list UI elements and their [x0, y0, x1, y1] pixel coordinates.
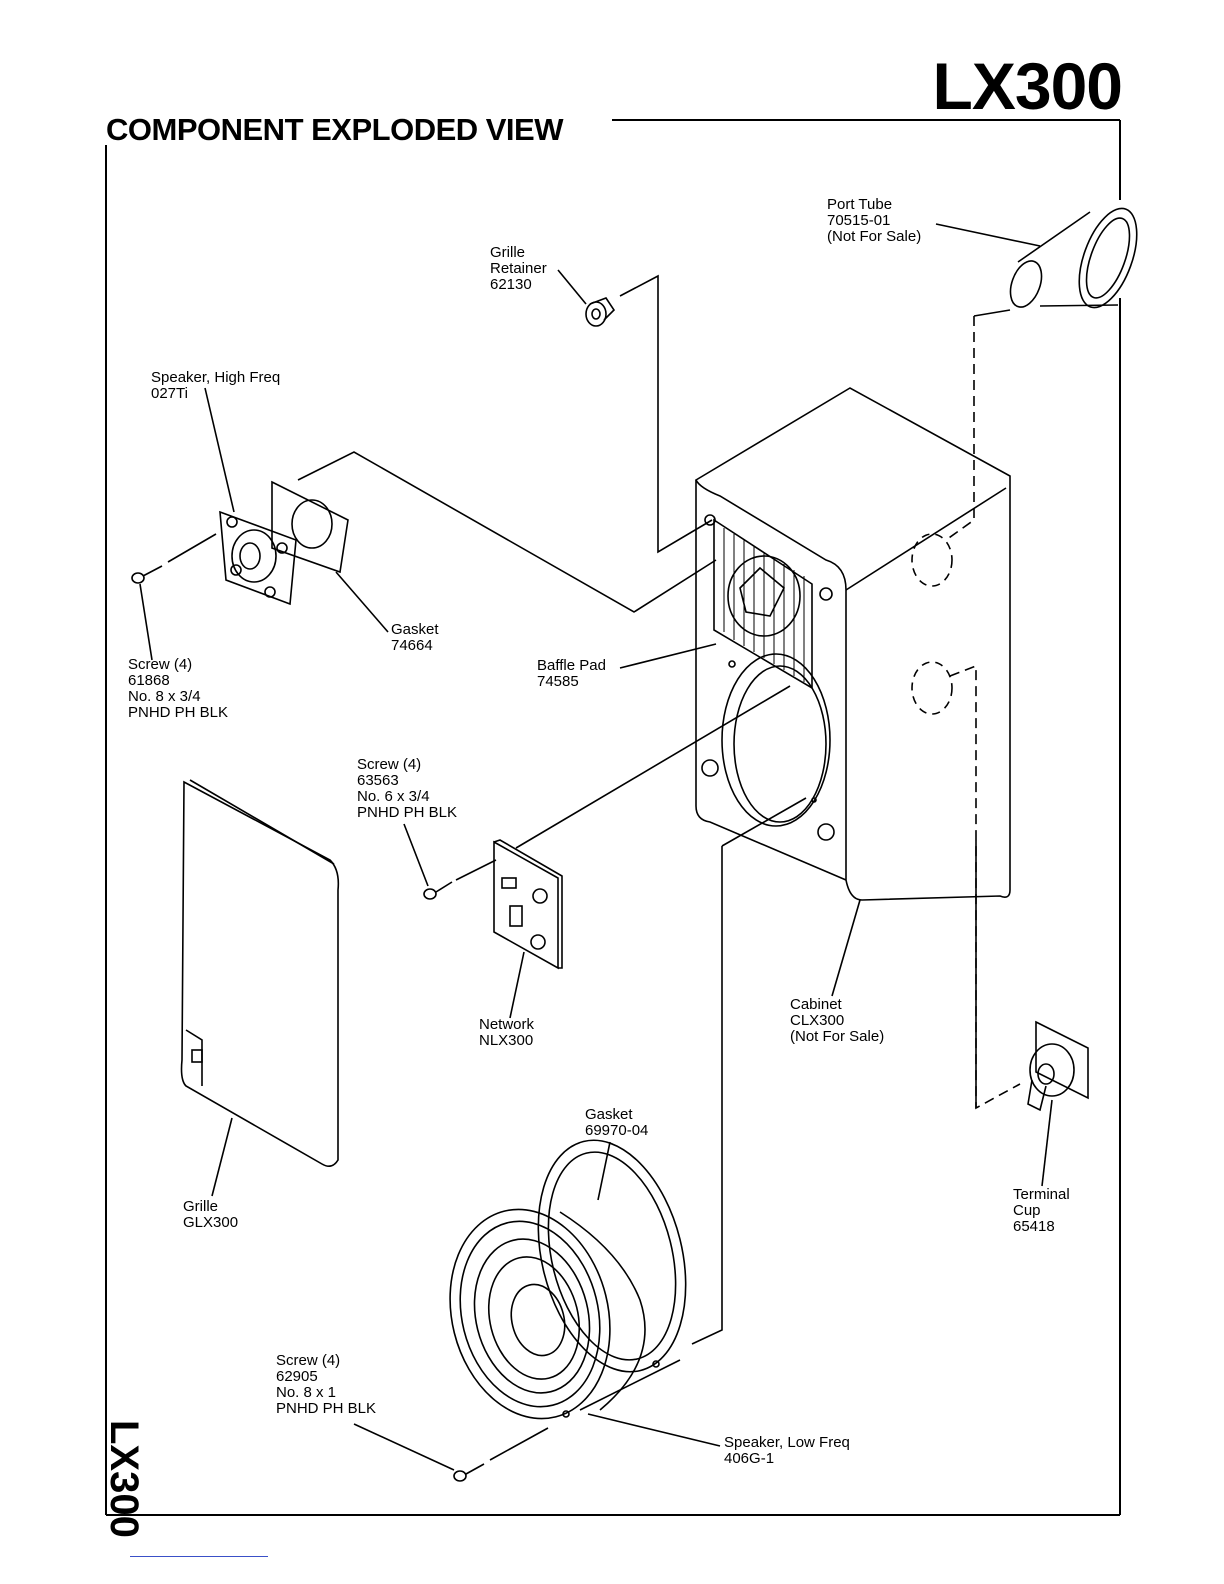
tweeter-drawing: [204, 387, 717, 633]
gasket-lf-drawing: [537, 1139, 687, 1373]
screw-lf-drawing: [353, 1423, 549, 1482]
network-drawing: [493, 839, 563, 1019]
terminal-cup-drawing: [1027, 1020, 1089, 1187]
port-tube-drawing: [935, 207, 1138, 309]
screw-hf-drawing: [131, 533, 217, 661]
screw-net-drawing: [403, 685, 791, 900]
section-title: COMPONENT EXPLODED VIEW: [106, 112, 563, 147]
page-frame: [105, 119, 1121, 1516]
cabinet-woofer-leader: [721, 797, 807, 847]
cabinet-leader: [831, 899, 861, 997]
model-title: LX300: [932, 49, 1123, 123]
woofer-link-line: [691, 846, 723, 1345]
woofer-drawing: [449, 1208, 721, 1447]
grille-retainer-drawing: [557, 269, 713, 554]
baffle-pad-leader: [619, 643, 717, 669]
footer-rule: [130, 1556, 268, 1557]
grille-drawing: [180, 779, 340, 1197]
cabinet-drawing: [694, 309, 1021, 1110]
